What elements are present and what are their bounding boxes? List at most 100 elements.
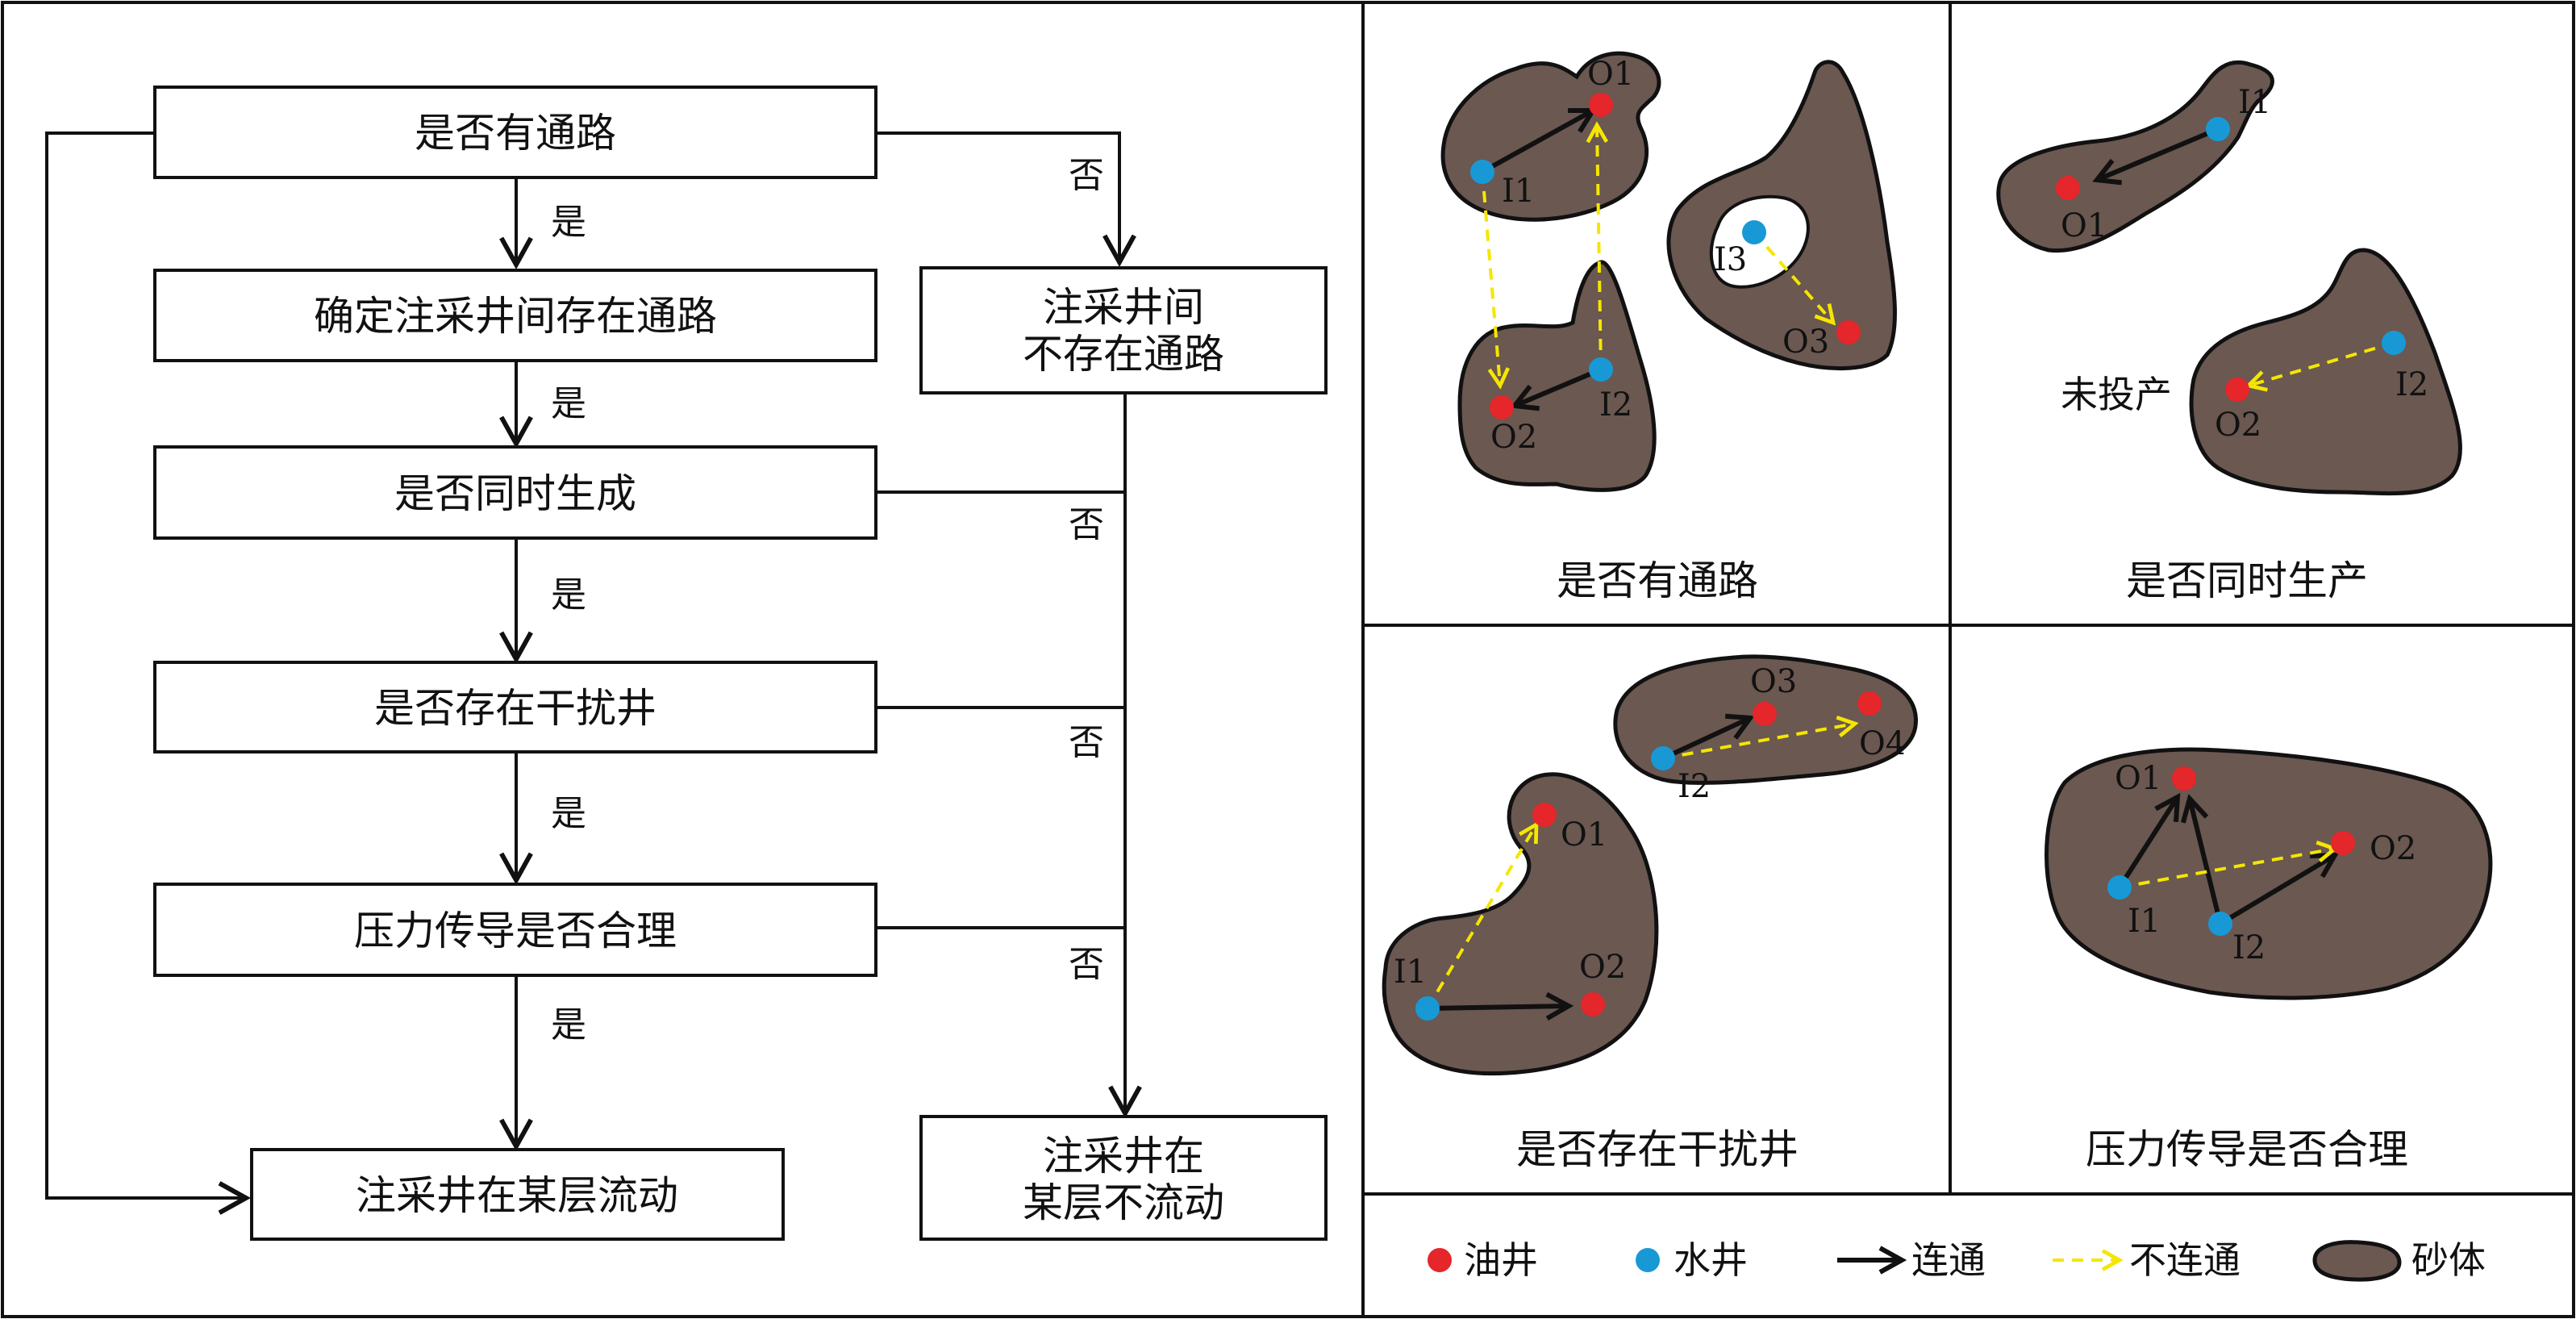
water-well-i3 [1742, 220, 1766, 244]
water-well-i2 [2208, 912, 2232, 936]
yes-label-4: 是 [551, 793, 586, 834]
panel-has-path: O1 I1 I2 O2 I3 O3 是否有通路 [1440, 51, 1897, 604]
legend-sand-body-label: 砂体 [2411, 1238, 2486, 1282]
node-simultaneous-label: 是否同时生成 [394, 470, 636, 517]
legend-water-well-label: 水井 [1674, 1238, 1748, 1282]
water-well-i1 [2107, 875, 2132, 900]
well-label-o2: O2 [2370, 830, 2416, 867]
node-simultaneous [153, 445, 877, 540]
connected-arrow-i1-o1 [1481, 111, 1593, 174]
well-label-i2: I2 [1678, 768, 1711, 805]
legend-sand-body-icon [2312, 1240, 2402, 1282]
legend-connected-label: 连通 [1911, 1238, 1986, 1282]
node-not-flow-label-line1: 注采井在 [1043, 1133, 1204, 1179]
well-label-o1: O1 [1561, 816, 1607, 854]
node-has-path-label: 是否有通路 [415, 110, 616, 157]
legend-water-well-icon [1636, 1248, 1660, 1272]
legend: 油井 水井 连通 不连通 砂体 [1428, 1238, 2486, 1282]
flowchart: 是否有通路 确定注采井间存在通路 是否同时生成 是否存在干扰井 压力传导是否合理… [45, 86, 1328, 1241]
connected-arrow-i2-o2 [1515, 367, 1603, 406]
well-label-i1: I1 [1394, 954, 1427, 991]
oil-well-o1 [2172, 766, 2196, 791]
water-well-i2 [1651, 746, 1675, 770]
disconnected-arrow-i2-o1 [1597, 125, 1601, 370]
node-pressure [153, 883, 877, 977]
yes-label-5: 是 [551, 1004, 586, 1046]
well-label-o3: O3 [1782, 323, 1829, 361]
well-label-o2: O2 [1490, 419, 1537, 456]
yes-label-3: 是 [551, 574, 586, 616]
flow-line-no-path [876, 131, 1136, 268]
water-well-i2 [2382, 331, 2406, 355]
oil-well-o3 [1836, 320, 1861, 344]
oil-well-o3 [1753, 702, 1777, 726]
oil-well-o1 [1589, 93, 1613, 117]
node-path-exists [153, 269, 877, 362]
node-interference-label: 是否存在干扰井 [374, 685, 657, 732]
legend-oil-well-icon [1428, 1248, 1452, 1272]
node-has-path [153, 86, 877, 179]
node-no-path-label-line2: 不存在通路 [1023, 331, 1224, 378]
sand-body-upper [1996, 60, 2274, 253]
well-label-i2: I2 [2395, 366, 2428, 403]
connected-arrow-i2-o1 [2190, 799, 2223, 925]
disconnected-arrow-i2-o4 [1662, 724, 1855, 760]
no-label-3: 否 [1069, 722, 1104, 763]
oil-well-o1 [2056, 176, 2080, 200]
well-label-i1: I1 [2128, 903, 2161, 940]
sand-body-lower [1382, 772, 1659, 1076]
oil-well-o1 [1532, 803, 1557, 827]
legend-disconnected-label: 不连通 [2129, 1238, 2240, 1282]
node-flows-label: 注采井在某层流动 [356, 1172, 678, 1219]
node-interference [153, 661, 877, 753]
oil-well-o2 [2225, 378, 2249, 402]
disconnected-arrow-i1-o1 [1426, 824, 1536, 1010]
water-well-i1 [1415, 996, 1440, 1021]
panel-caption-simultaneous: 是否同时生产 [2126, 557, 2368, 604]
node-no-path-label-line1: 注采井间 [1043, 284, 1204, 331]
oil-well-o4 [1857, 691, 1882, 716]
oil-well-o2 [1490, 395, 1514, 419]
no-label-2: 否 [1069, 504, 1104, 545]
water-well-i1 [1470, 160, 1494, 184]
well-label-o1: O1 [2115, 760, 2161, 797]
node-not-flow [919, 1115, 1328, 1241]
node-path-exists-label: 确定注采井间存在通路 [314, 293, 717, 340]
well-label-i1: I1 [1502, 173, 1535, 210]
well-label-o1: O1 [2061, 207, 2107, 244]
connected-arrow-i1-o1 [2097, 127, 2220, 180]
panel-caption-has-path: 是否有通路 [1557, 557, 1758, 604]
disconnected-arrow-i2-o2 [2249, 341, 2395, 386]
flow-line-left-loop [45, 131, 252, 1215]
oil-well-o2 [1581, 992, 1605, 1016]
node-flows [250, 1148, 785, 1241]
water-well-i1 [2206, 117, 2230, 141]
panel-interference: O3 O4 I2 O1 I1 O2 是否存在干扰井 [1382, 654, 1918, 1173]
panel-simultaneous: I1 O1 I2 O2 未投产 是否同时生产 [1996, 60, 2462, 604]
well-label-i2: I2 [2232, 929, 2265, 966]
well-label-i3: I3 [1714, 241, 1747, 278]
note-not-producing: 未投产 [2061, 373, 2172, 416]
connected-arrow-i1-o1 [2117, 797, 2178, 889]
panel-caption-interference: 是否存在干扰井 [1516, 1126, 1799, 1173]
legend-oil-well-label: 油井 [1464, 1238, 1538, 1282]
well-label-i2: I2 [1599, 386, 1632, 424]
well-label-o1: O1 [1587, 56, 1634, 93]
node-pressure-label: 压力传导是否合理 [354, 908, 677, 954]
sand-body [2045, 747, 2493, 1000]
well-label-o3: O3 [1750, 663, 1797, 700]
no-label-4: 否 [1069, 944, 1104, 985]
well-label-o2: O2 [2215, 407, 2261, 444]
connected-arrow-i2-o3 [1661, 718, 1750, 761]
node-not-flow-label-line2: 某层不流动 [1023, 1179, 1224, 1226]
well-label-i1: I1 [2238, 84, 2271, 121]
panel-caption-pressure: 压力传导是否合理 [2086, 1126, 2408, 1173]
disconnected-arrow-i1-o2 [1481, 171, 1500, 386]
sand-body-lower [2189, 248, 2462, 496]
sand-body-lower-left [1457, 260, 1657, 492]
connected-arrow-i2-o2 [2219, 855, 2335, 926]
no-label-1: 否 [1069, 155, 1104, 196]
well-label-o4: O4 [1859, 725, 1906, 762]
